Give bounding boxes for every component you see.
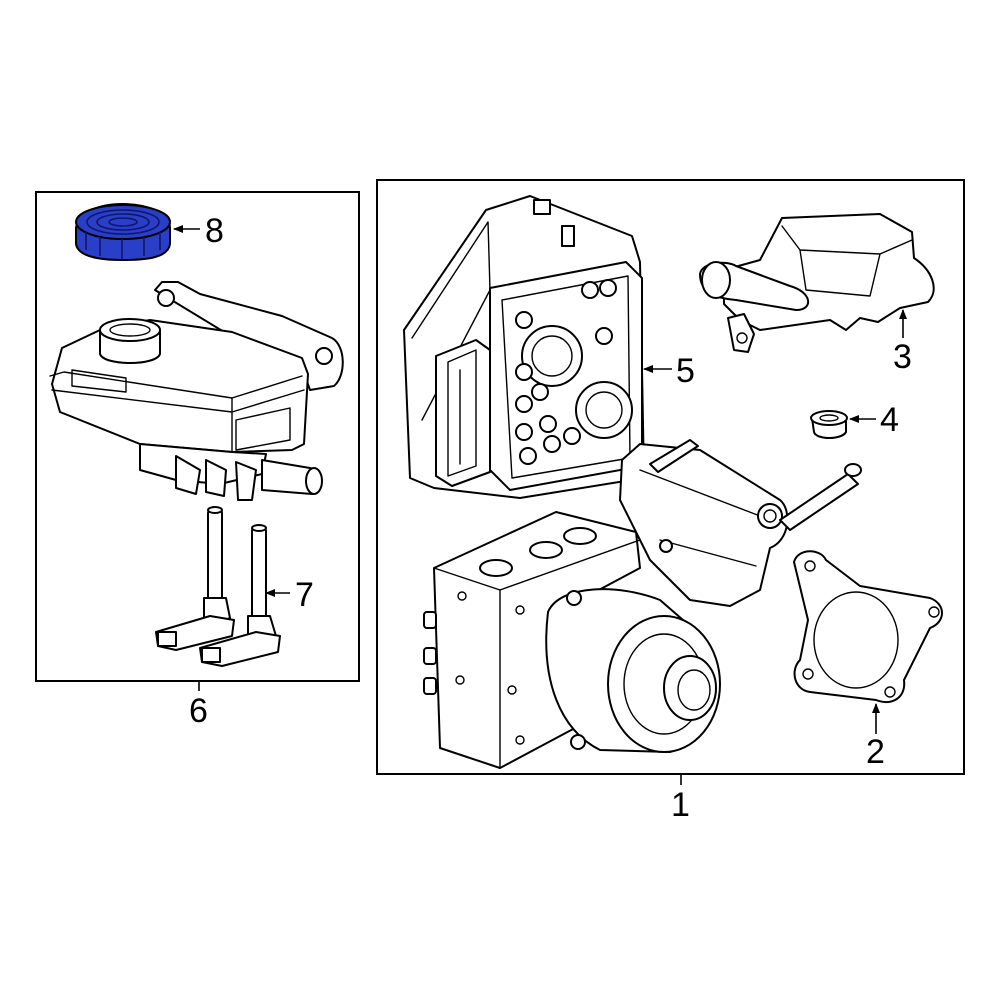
callout-7: 7 [295,576,314,614]
callout-5: 5 [676,352,695,390]
callout-2: 2 [866,733,885,771]
callout-1: 1 [671,786,690,824]
grommet-part[interactable] [810,410,848,439]
sensor-part-b[interactable] [199,524,281,667]
sensor-part-a[interactable] [155,506,235,651]
callout-6: 6 [189,692,208,730]
reservoir-assembly-part[interactable] [49,281,344,501]
hydraulic-unit-part[interactable] [423,439,862,769]
control-module-part[interactable] [403,195,645,499]
gasket-part[interactable] [793,550,943,703]
callout-3: 3 [893,338,912,376]
group-frame-left [35,191,360,682]
reservoir-cap-part[interactable] [75,203,171,261]
pipe-bracket-part[interactable] [699,213,935,353]
callout-4: 4 [880,401,899,439]
group-frame-right [376,179,965,775]
callout-8: 8 [205,212,224,250]
